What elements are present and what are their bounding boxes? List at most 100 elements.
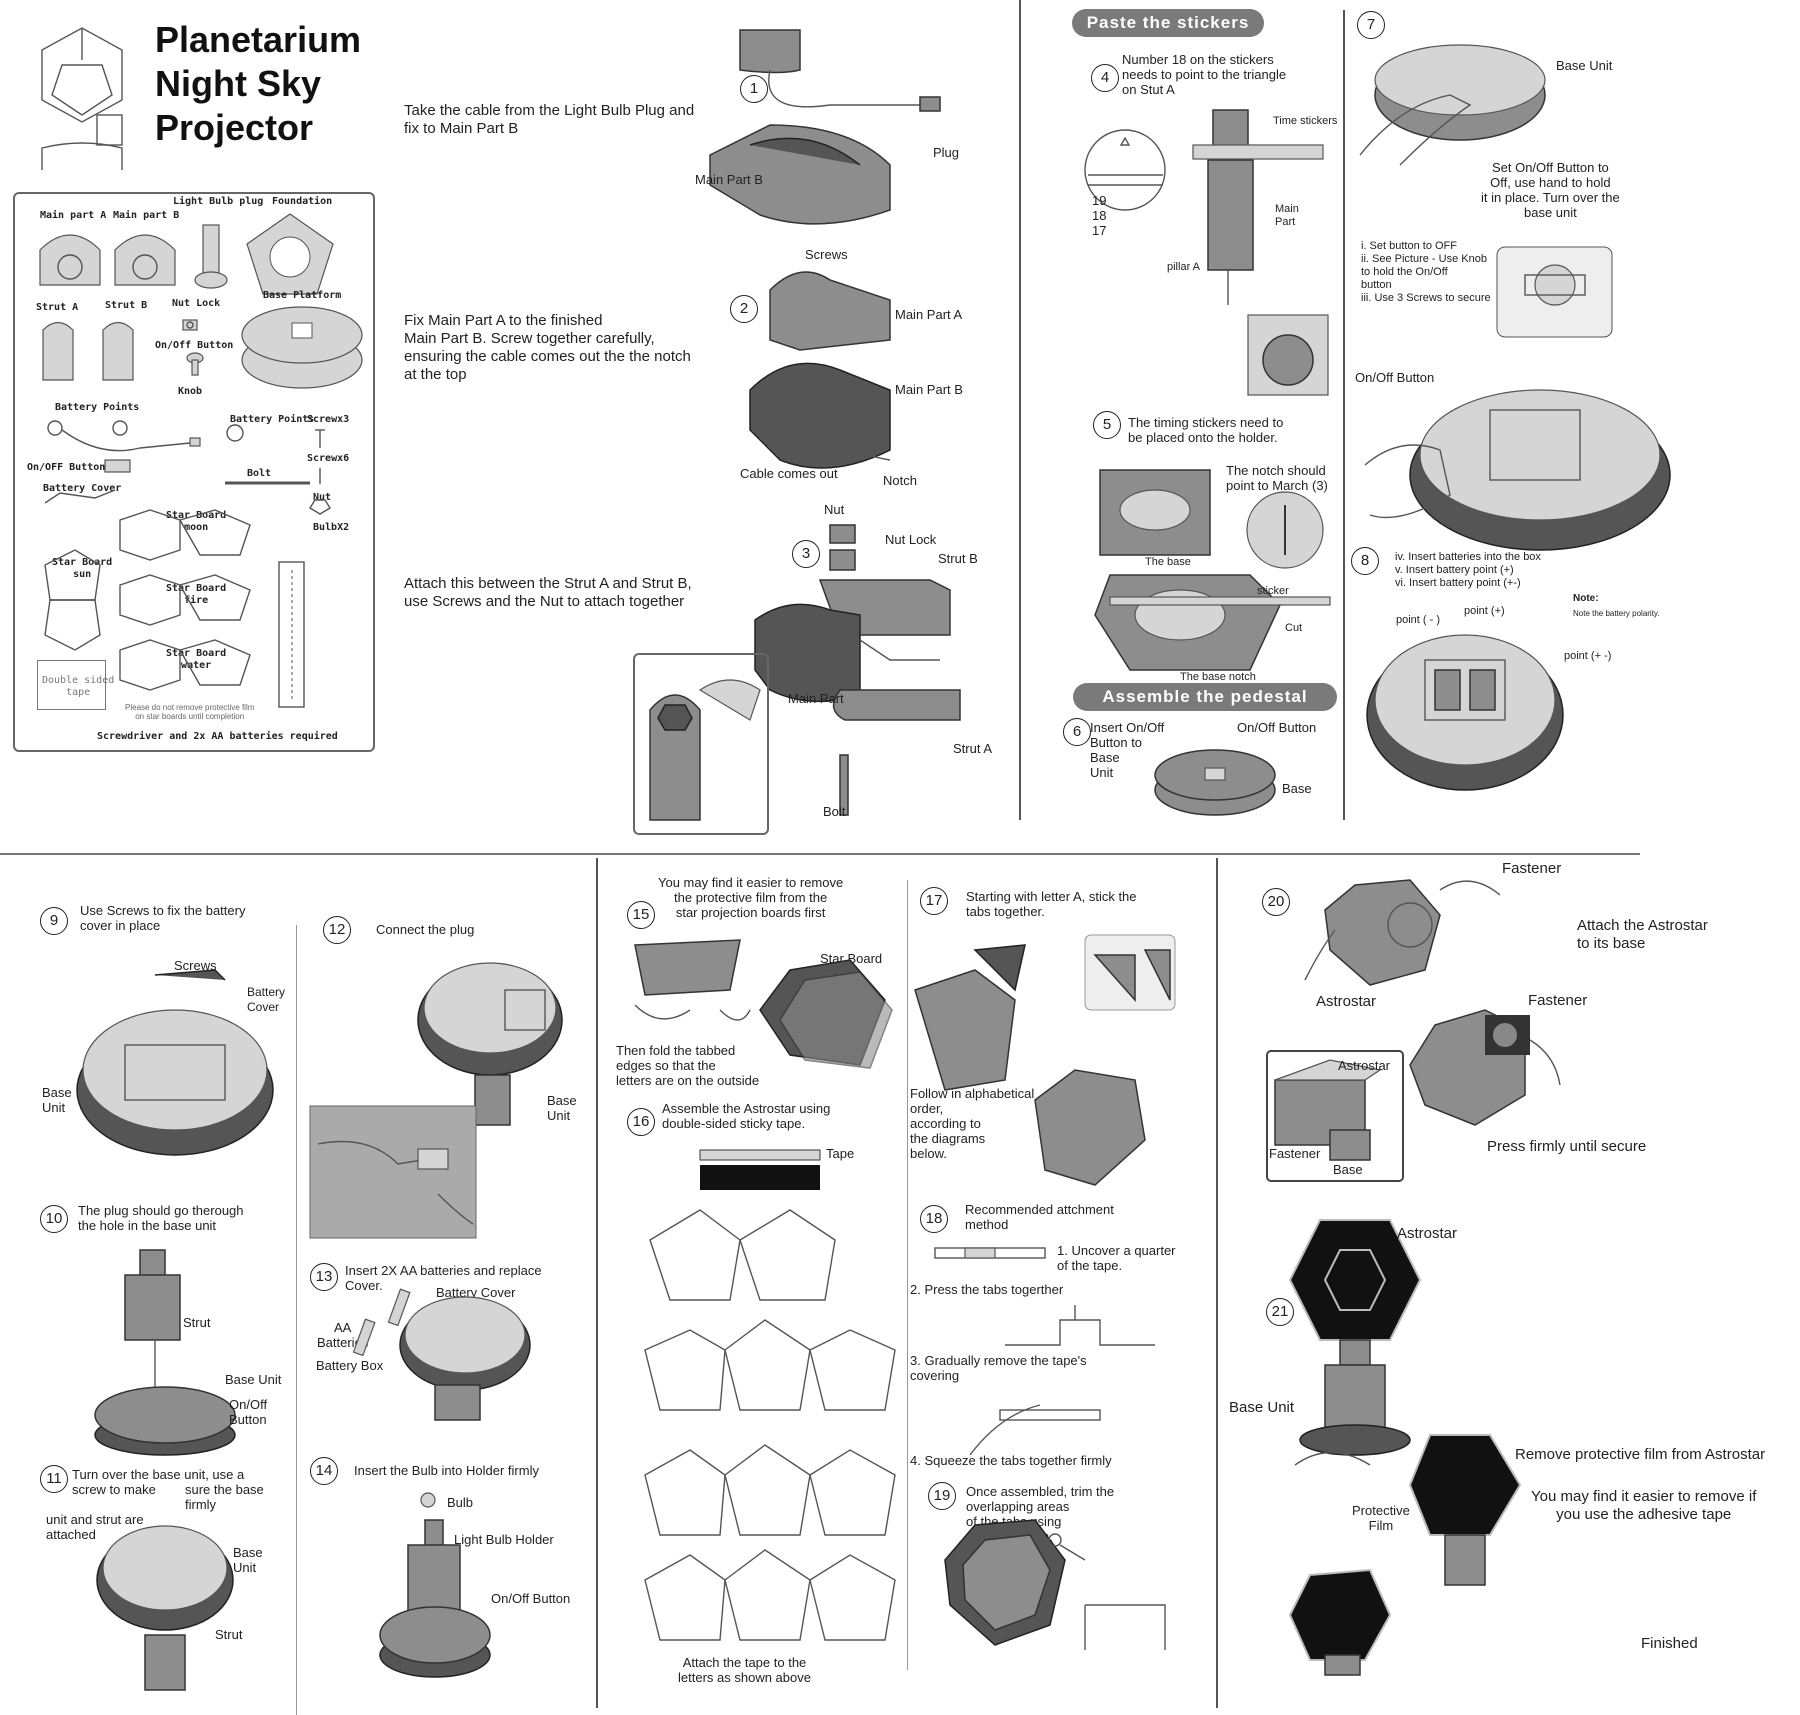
part-label: Base Platform (263, 290, 342, 301)
step3-label-strut-b: Strut B (938, 551, 978, 566)
step7-label-on-off: On/Off Button (1355, 370, 1435, 385)
knob-illustration (186, 352, 204, 376)
step20-illustration (1304, 879, 1501, 986)
scale-label: 17 (1092, 223, 1107, 238)
part-label: Battery Points (55, 402, 140, 413)
film-note: Please do not remove protective film on … (125, 703, 255, 721)
step1-text: Take the cable from the Light Bulb Plug … (404, 102, 695, 137)
part-label: Nut (313, 492, 332, 503)
step16-label-tape: Tape (826, 1146, 855, 1161)
step20-inset-illustration (1274, 1059, 1382, 1161)
step3-label-strut-a: Strut A (953, 741, 993, 756)
part-label: Nut Lock (172, 298, 221, 309)
step3-label-nut: Nut (824, 502, 845, 517)
step14-text: Insert the Bulb into Holder firmly (354, 1463, 539, 1478)
part-label: Battery Cover (43, 483, 122, 494)
step13-label-battery-box: Battery Box (316, 1358, 384, 1373)
step9-illustration (76, 969, 274, 1156)
section-heading: Paste the stickers (1072, 9, 1264, 37)
divider (907, 880, 908, 1670)
part-label: Foundation (272, 196, 333, 207)
step16-text: Assemble the Astrostar using double-side… (662, 1101, 831, 1131)
step4-text: Number 18 on the stickers needs to point… (1122, 52, 1287, 97)
step1-label-plug: Plug (933, 145, 960, 160)
step2-label-notch: Notch (883, 473, 917, 488)
foundation-illustration (246, 213, 334, 295)
step1-illustration (709, 29, 941, 225)
step5-label-cut: Cut (1285, 622, 1303, 634)
step9-label-screws: Screws (174, 958, 217, 973)
step16-bottom-text: Attach the tape to the letters as shown … (678, 1655, 811, 1685)
step13-text: Insert 2X AA batteries and replace Cover… (345, 1263, 542, 1293)
part-label: Knob (178, 386, 203, 397)
divider (1019, 0, 1021, 820)
step18-step1: 1. Uncover a quarter of the tape. (1057, 1243, 1176, 1273)
step9-text: Use Screws to fix the battery cover in p… (80, 903, 246, 933)
part-label: BulbX2 (313, 522, 350, 533)
step13-illustration (352, 1288, 531, 1421)
step8-note: Note the battery polarity. (1573, 609, 1660, 618)
step13-label-battery-cover: Battery Cover (436, 1285, 516, 1300)
step14-illustration (379, 1492, 491, 1678)
step9-label-battery-cover: Battery Cover (247, 985, 286, 1014)
step21-label-protective-film: Protective Film (1352, 1503, 1410, 1533)
step8-list: iv. Insert batteries into the box v. Ins… (1395, 551, 1541, 589)
step21-remove-text: Remove protective film from Astrostar (1515, 1446, 1766, 1463)
step20-label-fastener: Fastener (1502, 860, 1562, 877)
step12-label-base-unit: Base Unit (547, 1093, 577, 1123)
sticker-strip-illustration (278, 561, 305, 708)
step5-text: The timing stickers need to be placed on… (1128, 415, 1284, 445)
step11-text-b: sure the base firmly (185, 1482, 264, 1512)
step17-number: 17 (920, 887, 948, 915)
step3-text: Attach this between the Strut A and Stru… (404, 575, 692, 610)
step2-text: Fix Main Part A to the finished Main Par… (404, 312, 691, 383)
step16-number: 16 (627, 1108, 655, 1136)
step18-text: Recommended attchment method (965, 1202, 1114, 1232)
step20-attach-text: Attach the Astrostar to its base (1577, 917, 1708, 952)
step20-inset-base: Base (1333, 1162, 1363, 1177)
step14-label-bulb: Bulb (447, 1495, 474, 1510)
finished-label: Finished (1641, 1635, 1698, 1652)
step14-label-on-off: On/Off Button (491, 1591, 571, 1606)
step5-illustration (1094, 469, 1331, 671)
step15-illustration (634, 939, 893, 1069)
step18-number: 18 (920, 1205, 948, 1233)
step5-label-notch: The notch should point to March (3) (1226, 463, 1328, 493)
step18-step2: 2. Press the tabs togerther (910, 1282, 1064, 1297)
step8-label-point-plus: point (+) (1464, 605, 1505, 617)
tape-swatch (37, 660, 106, 710)
small-parts-illustration (44, 420, 331, 515)
step6-number: 6 (1063, 718, 1091, 746)
step3-detail-illustration (649, 679, 761, 821)
step10-number: 10 (40, 1205, 68, 1233)
struts-illustration (42, 319, 198, 381)
step11-number: 11 (40, 1465, 68, 1493)
step12-illustration (417, 962, 563, 1126)
step11-text-a: Turn over the base unit, use a screw to … (72, 1467, 245, 1497)
step5-label-the-base: The base (1145, 556, 1191, 568)
step20-number: 20 (1262, 888, 1290, 916)
step19-number: 19 (928, 1482, 956, 1510)
step2-number: 2 (730, 295, 758, 323)
step3-label-main-part: Main Part (788, 691, 844, 706)
step14-label-holder: Light Bulb Holder (454, 1532, 554, 1547)
step20-inset-fastener: Fastener (1269, 1146, 1321, 1161)
required-note: Screwdriver and 2x AA batteries required (97, 731, 338, 742)
page-title: Planetarium Night Sky Projector (155, 19, 362, 148)
projector-illustration (41, 27, 123, 170)
step4-number: 4 (1091, 64, 1119, 92)
part-label: Screwx6 (307, 453, 350, 464)
step8-label-point-minus: point ( - ) (1396, 614, 1441, 626)
step4-label-pillar-a: pillar A (1167, 261, 1201, 273)
part-label: On/OFF Button (27, 462, 106, 473)
step8-illustration (1366, 634, 1564, 791)
part-label: Battery Points (230, 414, 315, 425)
step4-label-main-part: Main Part (1275, 203, 1299, 228)
step4-label-time-stickers: Time stickers (1273, 115, 1338, 127)
step10-label-base-unit: Base Unit (225, 1372, 282, 1387)
step21-film-illustration (1288, 1434, 1522, 1676)
step2-illustration (749, 271, 891, 469)
part-label: Star Board fire (166, 583, 227, 606)
step3-detail-panel (633, 653, 769, 835)
step7-list: i. Set button to OFF ii. See Picture - U… (1361, 240, 1491, 304)
